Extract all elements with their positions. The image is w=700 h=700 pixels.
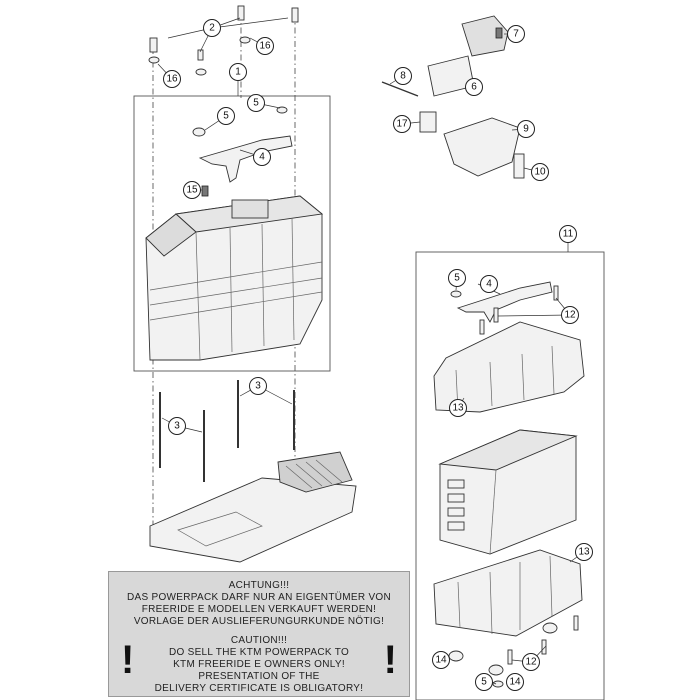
notice-en-line-4: DELIVERY CERTIFICATE IS OBLIGATORY! xyxy=(154,683,364,694)
svg-text:4: 4 xyxy=(259,152,265,163)
svg-text:3: 3 xyxy=(255,381,261,392)
svg-text:7: 7 xyxy=(513,29,519,40)
notice-en-line-3: PRESENTATION OF THE xyxy=(198,671,320,682)
notice-en-heading: CAUTION!!! xyxy=(230,635,288,646)
svg-text:14: 14 xyxy=(509,677,521,688)
notice-de-line-1: DAS POWERPACK DARF NUR AN EIGENTÜMER VON xyxy=(126,592,392,603)
callout-13b: 13 xyxy=(575,543,593,561)
svg-text:1: 1 xyxy=(235,67,241,78)
callout-2: 2 xyxy=(203,19,221,37)
svg-text:5: 5 xyxy=(481,677,487,688)
svg-text:16: 16 xyxy=(166,74,178,85)
callout-5d: 5 xyxy=(475,673,493,691)
callout-5b: 5 xyxy=(217,107,235,125)
svg-text:11: 11 xyxy=(563,229,574,240)
callout-15: 15 xyxy=(183,181,201,199)
top-bolts xyxy=(148,5,299,76)
battery-pack xyxy=(145,195,324,361)
svg-text:13: 13 xyxy=(452,403,464,414)
svg-text:5: 5 xyxy=(454,273,460,284)
callout-3a: 3 xyxy=(249,377,267,395)
callout-16a: 16 xyxy=(256,37,274,55)
exclamation-mark-right: ! xyxy=(383,638,397,682)
svg-text:2: 2 xyxy=(209,23,215,34)
callout-4b: 4 xyxy=(480,275,498,293)
svg-text:4: 4 xyxy=(486,279,492,290)
notice-en-line-1: DO SELL THE KTM POWERPACK TO xyxy=(168,647,350,658)
callout-1: 1 xyxy=(229,63,247,81)
svg-text:15: 15 xyxy=(186,185,198,196)
connector-assembly xyxy=(381,15,525,179)
callout-6: 6 xyxy=(465,78,483,96)
cell-module xyxy=(438,429,578,555)
callout-12b: 12 xyxy=(522,653,540,671)
svg-text:3: 3 xyxy=(174,421,180,432)
long-bolts xyxy=(159,380,295,482)
svg-text:5: 5 xyxy=(253,98,259,109)
powerpack-frame xyxy=(133,95,331,372)
powerpack-kit-frame xyxy=(415,251,605,700)
lower-tray xyxy=(433,549,583,688)
svg-text:6: 6 xyxy=(471,82,477,93)
callout-7: 7 xyxy=(507,25,525,43)
svg-text:10: 10 xyxy=(534,167,546,178)
callout-5a: 5 xyxy=(247,94,265,112)
callout-11: 11 xyxy=(559,225,577,243)
callout-4a: 4 xyxy=(253,148,271,166)
svg-text:13: 13 xyxy=(578,547,590,558)
callout-14b: 14 xyxy=(506,673,524,691)
notice-en-line-2: KTM FREERIDE E OWNERS ONLY! xyxy=(173,659,345,670)
notice-de-line-3: VORLAGE DER AUSLIEFERUNGURKUNDE NÖTIG! xyxy=(133,616,385,627)
callout-10: 10 xyxy=(531,163,549,181)
svg-text:5: 5 xyxy=(223,111,229,122)
warning-notice: ACHTUNG!!! DAS POWERPACK DARF NUR AN EIG… xyxy=(108,571,410,697)
callout-9: 9 xyxy=(517,120,535,138)
svg-text:16: 16 xyxy=(259,41,271,52)
callout-12a: 12 xyxy=(561,306,579,324)
callout-17: 17 xyxy=(393,115,411,133)
callout-5c: 5 xyxy=(448,269,466,287)
svg-text:14: 14 xyxy=(435,655,447,666)
exclamation-mark-left: ! xyxy=(121,638,135,682)
notice-de-heading: ACHTUNG!!! xyxy=(228,580,290,591)
upper-bracket-assembly xyxy=(192,106,293,197)
callout-14a: 14 xyxy=(432,651,450,669)
kit-bracket xyxy=(450,281,559,335)
callout-8: 8 xyxy=(394,67,412,85)
upper-cover xyxy=(433,321,585,413)
svg-text:9: 9 xyxy=(523,124,529,135)
callout-16b: 16 xyxy=(163,70,181,88)
notice-de-line-2: FREERIDE E MODELLEN VERKAUFT WERDEN! xyxy=(141,604,377,615)
base-plate xyxy=(149,451,357,563)
svg-text:12: 12 xyxy=(564,310,576,321)
svg-text:12: 12 xyxy=(525,657,537,668)
svg-text:8: 8 xyxy=(400,71,406,82)
callout-13a: 13 xyxy=(449,399,467,417)
callout-3b: 3 xyxy=(168,417,186,435)
svg-text:17: 17 xyxy=(396,119,408,130)
